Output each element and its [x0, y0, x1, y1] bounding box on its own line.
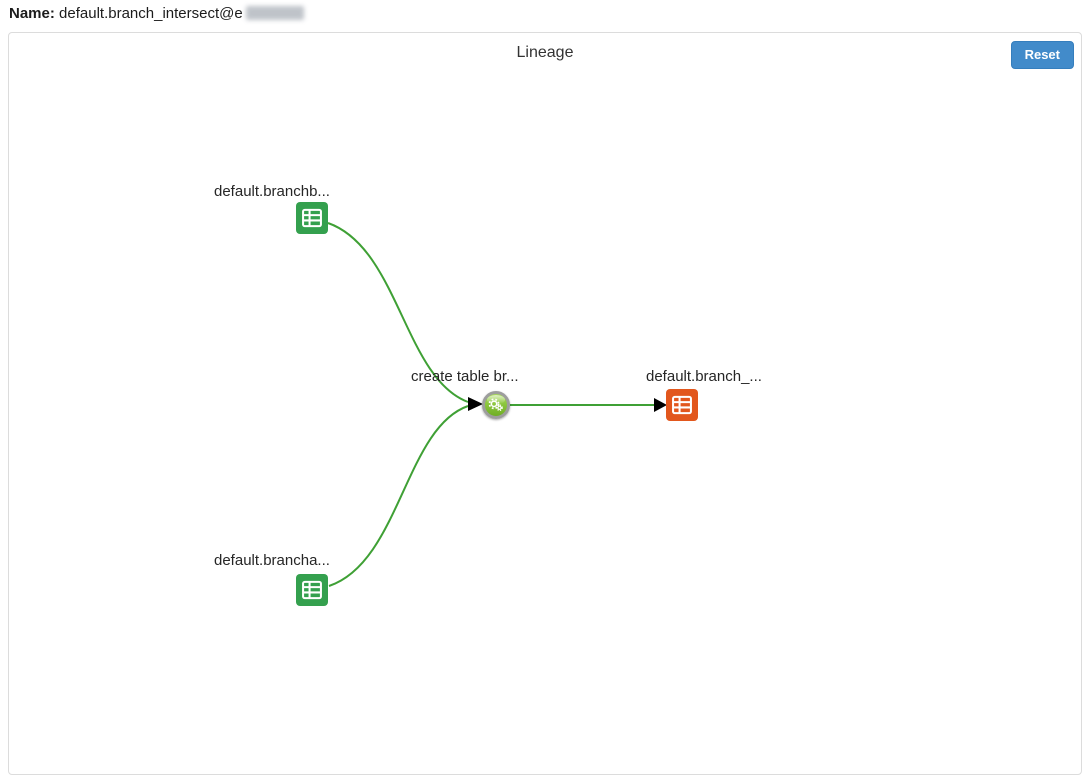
node-table-branch-output[interactable]: default.branch_...	[646, 368, 762, 421]
node-label: create table br...	[411, 368, 519, 385]
reset-button[interactable]: Reset	[1010, 41, 1074, 69]
lineage-panel: Lineage Reset default.branchb...	[8, 32, 1082, 775]
edge-brancha-to-process	[328, 405, 469, 587]
redacted-text	[245, 6, 304, 20]
node-label: default.branch_...	[646, 368, 762, 385]
edge-branchb-to-process	[327, 222, 469, 403]
node-table-brancha[interactable]: default.brancha...	[214, 552, 330, 606]
node-process-create-table[interactable]: create table br...	[411, 368, 519, 419]
table-icon	[666, 389, 698, 421]
arrowhead-into-output-icon	[654, 398, 667, 412]
lineage-edges	[327, 222, 667, 587]
panel-title: Lineage	[516, 44, 574, 61]
gears-icon	[482, 391, 510, 419]
node-table-branchb[interactable]: default.branchb...	[214, 183, 330, 234]
entity-name-header: Name: default.branch_intersect@e	[9, 5, 304, 22]
table-icon	[296, 574, 328, 606]
node-label: default.branchb...	[214, 183, 330, 200]
table-icon	[296, 202, 328, 234]
node-label: default.brancha...	[214, 552, 330, 569]
name-label: Name:	[9, 5, 55, 22]
lineage-graph-canvas[interactable]: default.branchb... default.brancha...	[9, 33, 1081, 774]
entity-name-value: default.branch_intersect@e	[59, 5, 243, 22]
arrowhead-into-process-icon	[468, 397, 483, 411]
